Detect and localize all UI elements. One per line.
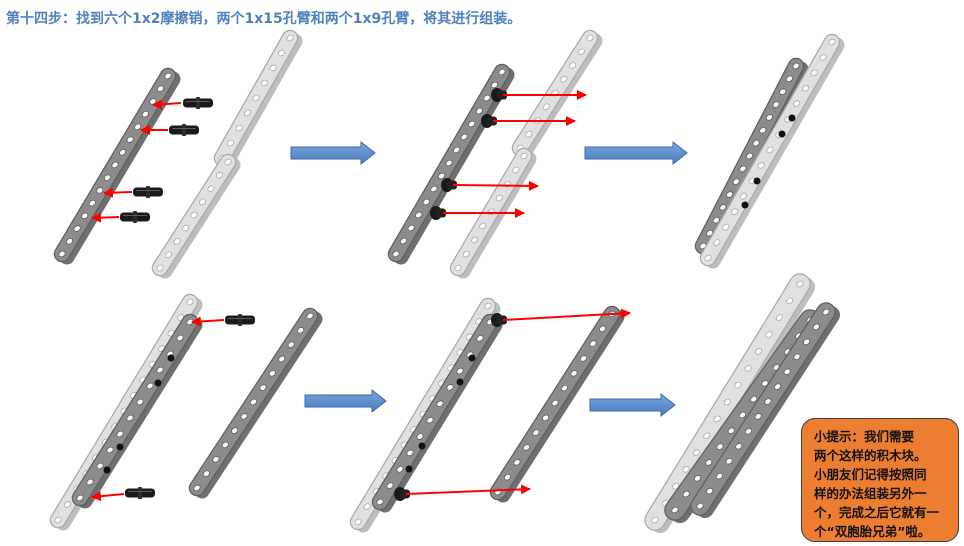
tip-callout: 小提示：我们需要 两个这样的积木块。 小朋友们记得按照同 样的办法组装另外一 个… [801,418,959,542]
beam [218,34,295,162]
beam [516,34,595,152]
tip-line: 小朋友们记得按照同 [814,465,952,484]
friction-pin-icon [225,314,255,326]
friction-pin-icon [133,186,163,198]
tip-line: 个“双胞胎兄弟”啦。 [814,522,952,541]
friction-pin-icon [183,97,213,109]
beam [193,312,315,492]
flow-arrow-icon [291,142,375,164]
flow-arrow-icon [590,394,675,416]
beam [704,38,837,262]
beam [76,318,195,502]
friction-pin-icon [125,487,155,499]
beam [156,158,233,272]
flow-arrow-icon [305,390,386,412]
friction-pin-icon [169,124,199,136]
beam [699,62,801,250]
red-arrow-icon [92,217,119,218]
beam [58,72,173,258]
tip-line: 个，完成之后它就有一 [814,503,952,522]
tip-line: 小提示：我们需要 [814,427,952,446]
flow-arrow-icon [585,142,687,164]
beam [54,298,195,524]
beam [376,318,495,506]
friction-pin-icon [120,211,150,223]
tip-line: 样的办法组装另外一 [814,484,952,503]
red-arrow-icon [453,185,538,186]
tip-line: 两个这样的积木块。 [814,446,952,465]
red-arrow-icon [104,192,132,193]
